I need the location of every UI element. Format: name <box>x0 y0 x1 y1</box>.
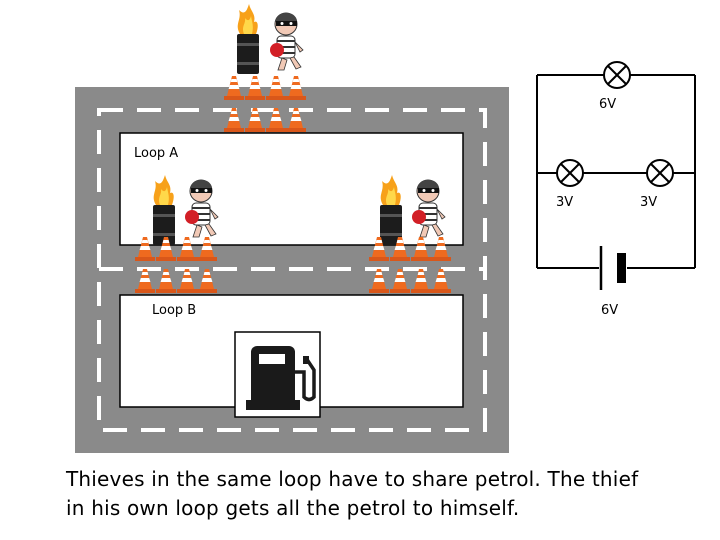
loop-b-label: Loop B <box>152 303 197 318</box>
bulb-left-icon <box>556 159 584 187</box>
fuel-pump-icon <box>234 331 321 418</box>
loop-a-label: Loop A <box>134 146 179 161</box>
caption: Thieves in the same loop have to share p… <box>66 465 706 523</box>
right-bulb-voltage: 3V <box>640 195 658 210</box>
thief-top <box>269 11 304 71</box>
loop-a-island <box>119 132 464 246</box>
left-bulb-voltage: 3V <box>556 195 574 210</box>
bulb-right-icon <box>646 159 674 187</box>
caption-line-1: Thieves in the same loop have to share p… <box>66 467 639 491</box>
bulb-top-icon <box>603 61 631 89</box>
circuit-wires <box>536 74 696 269</box>
battery-icon <box>599 246 626 290</box>
burning-barrel-icon <box>237 4 259 74</box>
caption-line-2: in his own loop gets all the petrol to h… <box>66 496 520 520</box>
battery-voltage: 6V <box>601 303 619 318</box>
circuit <box>536 61 696 290</box>
top-bulb-voltage: 6V <box>599 97 617 112</box>
